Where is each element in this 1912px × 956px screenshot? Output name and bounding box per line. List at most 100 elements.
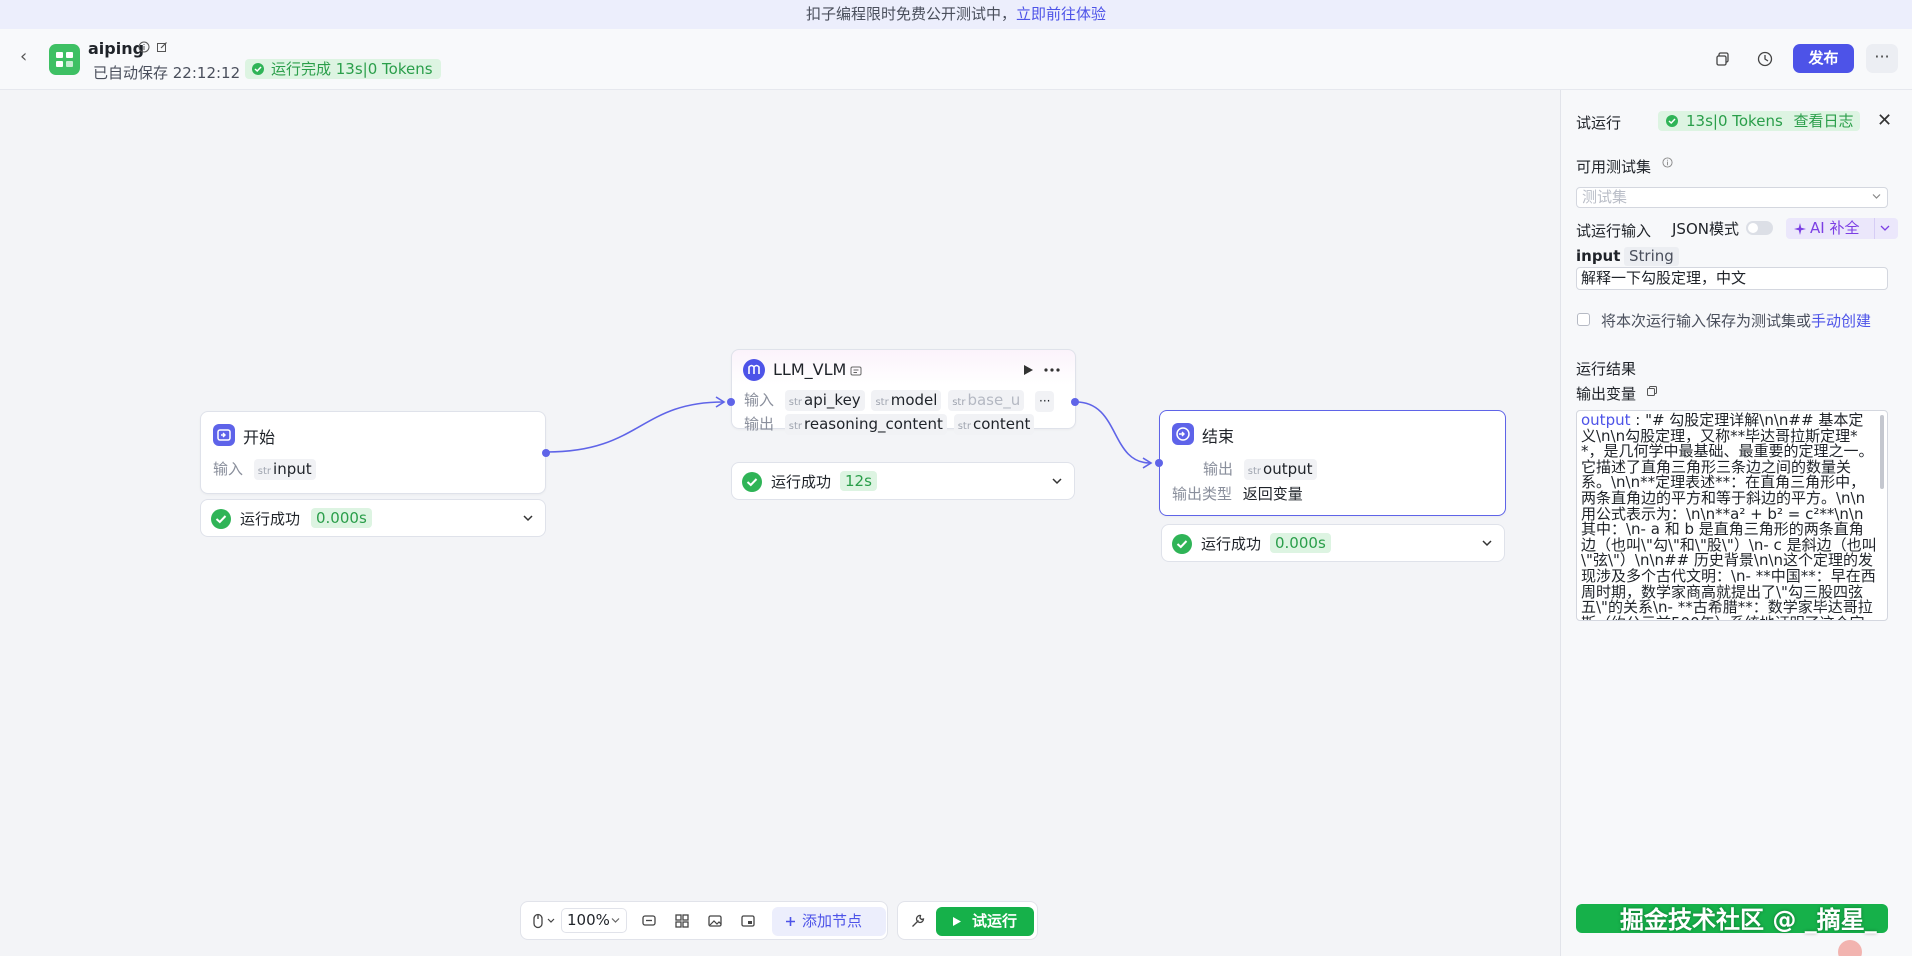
output-var-label: 输出变量 xyxy=(1576,385,1637,403)
json-mode-toggle[interactable] xyxy=(1746,221,1773,235)
chevron-down-icon[interactable] xyxy=(547,918,555,924)
llm-run-status[interactable]: 运行成功 12s xyxy=(731,462,1075,500)
manual-create-link[interactable]: 手动创建 xyxy=(1811,312,1872,330)
comment-icon[interactable] xyxy=(641,913,657,929)
output-label: 输出 xyxy=(744,415,775,433)
add-node-button[interactable]: 添加节点 xyxy=(772,907,886,936)
mouse-mode-icon[interactable] xyxy=(530,913,546,929)
edges-layer xyxy=(546,396,1153,469)
app-logo xyxy=(49,44,80,75)
add-node-label: 添加节点 xyxy=(802,912,863,930)
end-run-status[interactable]: 运行成功 0.000s xyxy=(1161,524,1505,562)
minimap-icon[interactable] xyxy=(740,913,756,929)
input-port[interactable] xyxy=(727,398,735,406)
trial-run-label: 试运行 xyxy=(972,912,1018,930)
status-time: 0.000s xyxy=(311,508,372,528)
chevron-down-icon[interactable] xyxy=(1880,224,1890,232)
image-icon[interactable] xyxy=(707,913,723,929)
zoom-select[interactable]: 100% xyxy=(561,908,627,933)
chevron-down-icon[interactable] xyxy=(521,511,535,525)
chevron-down-icon[interactable] xyxy=(1050,474,1064,488)
info-icon[interactable] xyxy=(1662,157,1673,168)
output-scrollbar[interactable] xyxy=(1880,415,1884,489)
testset-placeholder: 测试集 xyxy=(1582,188,1628,206)
node-title: 结束 xyxy=(1202,427,1235,446)
trial-run-button[interactable]: 试运行 xyxy=(936,907,1034,936)
wrench-icon[interactable] xyxy=(910,913,926,929)
check-circle-icon xyxy=(252,63,264,75)
llm-node-icon xyxy=(743,359,765,381)
floating-assistant-icon[interactable] xyxy=(1838,940,1862,956)
output-value: : "# 勾股定理详解\n\n## 基本定义\n\n勾股定理，又称**毕达哥拉斯… xyxy=(1581,411,1877,620)
copy-icon[interactable] xyxy=(1646,385,1658,397)
publish-button[interactable]: 发布 xyxy=(1793,44,1854,73)
run-status-text: 运行完成 13s|0 Tokens xyxy=(271,60,433,78)
banner-text: 扣子编程限时免费公开测试中， xyxy=(805,5,1016,23)
panel-bottom-button[interactable] xyxy=(1576,904,1888,933)
status-label: 运行成功 xyxy=(1201,535,1262,553)
history-icon[interactable] xyxy=(1756,50,1774,68)
success-icon xyxy=(211,509,231,529)
view-log-link[interactable]: 查看日志 xyxy=(1793,112,1854,130)
start-run-status[interactable]: 运行成功 0.000s xyxy=(200,499,546,537)
close-icon[interactable]: ✕ xyxy=(1877,110,1893,131)
input-port[interactable] xyxy=(1155,459,1163,467)
announcement-banner: 扣子编程限时免费公开测试中，立即前往体验 xyxy=(0,0,1912,29)
canvas-toolbar: 100% 添加节点 xyxy=(520,901,888,940)
more-params-button[interactable]: ··· xyxy=(1035,391,1055,412)
output-port[interactable] xyxy=(542,449,550,457)
workflow-header: ‹ aiping 已自动保存 22:12:12 运行完成 13s|0 Token… xyxy=(0,29,1912,90)
edit-icon[interactable] xyxy=(156,41,168,53)
info-icon[interactable] xyxy=(138,41,150,53)
ai-fill-label: AI 补全 xyxy=(1810,219,1860,237)
output-port[interactable] xyxy=(1071,398,1079,406)
run-toolbar: 试运行 xyxy=(897,901,1038,940)
testset-label: 可用测试集 xyxy=(1576,158,1652,176)
layout-grid-icon[interactable] xyxy=(674,913,690,929)
output-result-box[interactable]: output : "# 勾股定理详解\n\n## 基本定义\n\n勾股定理，又称… xyxy=(1576,410,1888,621)
save-testset-checkbox[interactable] xyxy=(1577,313,1590,326)
input-field[interactable]: 解释一下勾股定理，中文 xyxy=(1576,267,1888,290)
status-label: 运行成功 xyxy=(771,473,832,491)
sparkle-icon xyxy=(1794,223,1806,235)
status-time: 0.000s xyxy=(1270,533,1331,553)
plus-icon xyxy=(786,917,795,926)
type-value: 返回变量 xyxy=(1242,485,1303,503)
chevron-down-icon[interactable] xyxy=(1480,536,1494,550)
chevron-down-icon xyxy=(611,918,620,923)
result-label: 运行结果 xyxy=(1576,360,1637,378)
run-status-badge[interactable]: 运行完成 13s|0 Tokens xyxy=(245,59,441,79)
input-section-label: 试运行输入 xyxy=(1576,222,1652,240)
success-icon xyxy=(1172,534,1192,554)
zoom-value: 100% xyxy=(567,911,610,929)
type-label: 输出类型 xyxy=(1172,485,1233,503)
play-icon xyxy=(953,917,961,926)
play-icon[interactable] xyxy=(1022,364,1034,376)
end-node-icon xyxy=(1172,423,1194,445)
banner-link[interactable]: 立即前往体验 xyxy=(1016,5,1107,23)
check-circle-icon xyxy=(1666,115,1678,127)
field-name: input xyxy=(1576,247,1621,265)
ai-fill-button[interactable]: AI 补全 xyxy=(1786,218,1898,239)
output-key: output xyxy=(1581,411,1631,429)
more-dots-icon[interactable] xyxy=(1044,368,1060,372)
testset-select[interactable]: 测试集 xyxy=(1576,187,1888,208)
back-arrow-icon[interactable]: ‹ xyxy=(20,46,28,67)
more-options-button[interactable]: ··· xyxy=(1866,44,1898,73)
watermark-text: 掘金技术社区 @ _摘星_ xyxy=(1620,906,1877,934)
app-name: aiping xyxy=(88,39,145,58)
copy-icon[interactable] xyxy=(1714,50,1732,68)
edge-llm-to-end xyxy=(1075,401,1151,464)
model-badge-icon xyxy=(850,366,862,376)
